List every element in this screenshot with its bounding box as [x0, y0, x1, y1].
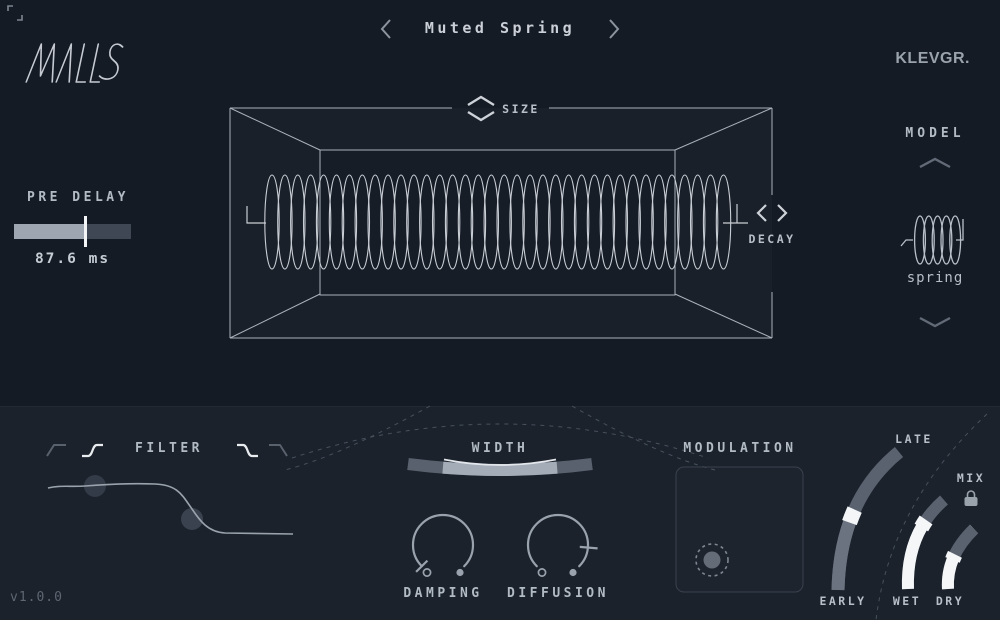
damping-pointer	[415, 559, 429, 573]
early-late-arc-slider[interactable]	[830, 445, 904, 591]
dry-label: DRY	[936, 594, 964, 608]
damping-knob[interactable]	[411, 513, 475, 577]
filter-highpass-steep-button[interactable]	[82, 443, 103, 458]
wet-slider[interactable]	[900, 494, 950, 590]
resize-corner-icon[interactable]	[7, 5, 23, 21]
modulation-puck[interactable]	[695, 543, 729, 577]
decorative-dashed-arcs	[284, 405, 988, 620]
diffusion-knob[interactable]	[526, 513, 598, 577]
width-section: WIDTH	[407, 441, 593, 476]
dry-slider[interactable]	[940, 523, 980, 590]
preset-name[interactable]: Muted Spring	[424, 19, 576, 37]
decay-label: DECAY	[748, 232, 795, 246]
bottom-panel-controls: FILTER WIDTH DAMP	[46, 405, 988, 620]
wet-label: WET	[893, 594, 921, 608]
pre-delay-handle[interactable]	[83, 216, 87, 247]
late-label: LATE	[895, 432, 933, 446]
model-next-button[interactable]	[917, 316, 953, 328]
spring-visualization	[264, 174, 732, 270]
decay-left-icon	[756, 204, 767, 222]
mix-lock-icon[interactable]	[964, 490, 978, 506]
diffusion-pointer	[579, 545, 598, 550]
version-text: v1.0.0	[10, 590, 63, 605]
damping-min-marker	[422, 568, 432, 577]
width-label: WIDTH	[472, 441, 529, 456]
model-label: MODEL	[905, 126, 965, 141]
highpass-steep-icon	[82, 443, 103, 458]
filter-highpass-gentle-button[interactable]	[46, 444, 66, 457]
modulation-xy-pad[interactable]	[675, 466, 804, 593]
damping-max-marker	[456, 568, 464, 577]
filter-high-handle[interactable]	[181, 508, 203, 530]
chevron-left-icon	[380, 19, 391, 39]
diffusion-max-marker	[569, 568, 577, 577]
room-visualization: SIZE DECAY	[229, 95, 795, 339]
lowpass-steep-icon	[237, 443, 258, 458]
lowpass-gentle-icon	[269, 444, 288, 457]
chevron-up-icon	[919, 157, 951, 169]
damping-label: DAMPING	[403, 586, 482, 601]
size-label: SIZE	[502, 102, 540, 116]
chevron-down-icon	[919, 316, 951, 328]
size-control[interactable]: SIZE	[467, 95, 540, 122]
filter-lowpass-gentle-button[interactable]	[269, 444, 288, 457]
decay-control[interactable]: DECAY	[748, 204, 795, 246]
model-spring-icon[interactable]	[898, 203, 972, 267]
dry-handle	[940, 523, 980, 590]
modulation-section: MODULATION	[675, 441, 804, 593]
preset-next-button[interactable]	[606, 17, 622, 41]
model-prev-button[interactable]	[917, 157, 953, 169]
pre-delay-slider[interactable]	[14, 216, 131, 247]
early-late-handle	[830, 445, 904, 591]
pre-delay-label: PRE DELAY	[27, 190, 129, 205]
chevron-right-icon	[609, 19, 620, 39]
filter-lowpass-steep-button[interactable]	[237, 443, 258, 458]
mix-section: LATE MIX EAR	[819, 432, 985, 608]
model-value: spring	[906, 270, 964, 286]
pre-delay-fill	[14, 224, 86, 239]
klevgr-logo: KLEVGR.	[895, 50, 970, 67]
modulation-puck-dot	[703, 551, 721, 569]
size-up-icon	[467, 95, 495, 107]
filter-response-curve	[47, 482, 294, 535]
decay-right-icon	[777, 204, 788, 222]
width-slider[interactable]	[407, 458, 593, 476]
pre-delay-value: 87.6 ms	[34, 251, 111, 267]
modulation-puck-ring	[695, 543, 729, 577]
highpass-gentle-icon	[46, 444, 66, 457]
mix-label: MIX	[957, 471, 985, 485]
size-down-icon	[467, 110, 495, 122]
diffusion-min-marker	[537, 568, 547, 577]
walls-logo	[25, 43, 124, 83]
preset-prev-button[interactable]	[378, 17, 394, 41]
filter-section: FILTER	[46, 441, 294, 535]
filter-label: FILTER	[135, 441, 203, 456]
early-label: EARLY	[819, 594, 866, 608]
modulation-label: MODULATION	[683, 441, 796, 456]
diffusion-label: DIFFUSION	[507, 586, 609, 601]
